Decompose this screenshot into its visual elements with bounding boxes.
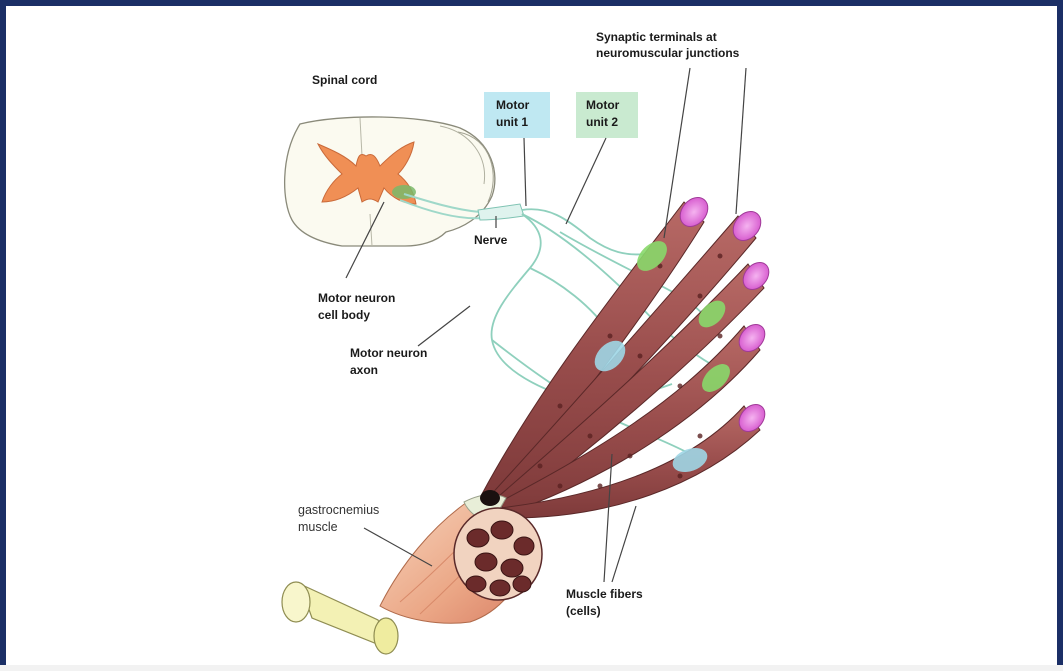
synaptic-terminals-label-line1: Synaptic terminals at <box>596 30 717 44</box>
muscle-fibers <box>482 192 774 518</box>
motor-unit-1-label-line1: Motor <box>496 98 530 112</box>
muscle-fibers-label-line2: (cells) <box>566 604 601 618</box>
gastrocnemius-label-line1: gastrocnemius <box>298 503 379 517</box>
motor-unit-diagram: Motor unit 1 Motor unit 2 Spinal cord Sy… <box>6 6 1057 671</box>
motor-unit-1-label-line2: unit 1 <box>496 115 528 129</box>
motor-unit-2-label-line1: Motor <box>586 98 620 112</box>
motor-unit-2-label-line2: unit 2 <box>586 115 618 129</box>
gastrocnemius-label-line2: muscle <box>298 520 338 534</box>
cell-body-label-line1: Motor neuron <box>318 291 395 305</box>
fiber-bundle-origin <box>480 490 500 506</box>
axon-label-line1: Motor neuron <box>350 346 427 360</box>
muscle-cross-section <box>454 508 542 600</box>
motor-unit-1-box: Motor unit 1 <box>484 92 550 138</box>
muscle-fibers-label-line1: Muscle fibers <box>566 587 643 601</box>
nerve-label: Nerve <box>474 233 508 247</box>
spinal-cord-label: Spinal cord <box>312 73 377 87</box>
axon-label-line2: axon <box>350 363 378 377</box>
bone <box>282 582 398 654</box>
cell-body-label-line2: cell body <box>318 308 370 322</box>
motor-unit-2-box: Motor unit 2 <box>576 92 638 138</box>
synaptic-terminals-label-line2: neuromuscular junctions <box>596 46 740 60</box>
